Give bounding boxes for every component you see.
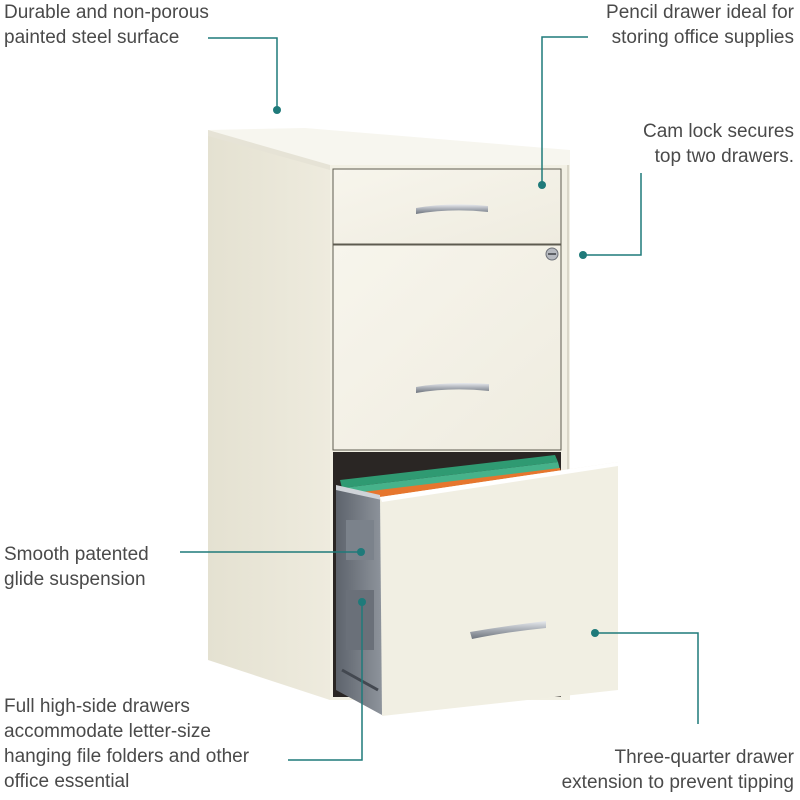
callout-high-side-drawers: Full high-side drawers accommodate lette… bbox=[4, 694, 249, 794]
bottom-file-drawer[interactable] bbox=[333, 452, 618, 716]
callout-dots bbox=[273, 106, 599, 637]
callout-line: accommodate letter-size bbox=[4, 721, 211, 742]
callout-line: extension to prevent tipping bbox=[561, 772, 794, 793]
callout-line: Smooth patented bbox=[4, 544, 149, 565]
callout-line: glide suspension bbox=[4, 569, 146, 590]
callout-leaders bbox=[180, 36, 699, 761]
pencil-drawer[interactable] bbox=[332, 168, 562, 245]
drawer-handle-icon[interactable] bbox=[470, 621, 546, 639]
callout-dot-icon bbox=[591, 629, 599, 637]
callout-line: Three-quarter drawer bbox=[614, 747, 794, 768]
callout-dot-icon bbox=[538, 181, 546, 189]
callout-line: painted steel surface bbox=[4, 27, 180, 48]
callout-glide-suspension: Smooth patented glide suspension bbox=[4, 542, 149, 592]
middle-file-drawer[interactable] bbox=[332, 244, 562, 451]
callout-dot-icon bbox=[358, 598, 366, 606]
callout-line: top two drawers. bbox=[654, 146, 794, 167]
callout-pencil-drawer: Pencil drawer ideal for storing office s… bbox=[606, 0, 794, 50]
callout-cam-lock: Cam lock secures top two drawers. bbox=[643, 119, 794, 169]
callout-line: storing office supplies bbox=[611, 27, 794, 48]
callout-line: office essential bbox=[4, 771, 130, 792]
callout-dot-icon bbox=[273, 106, 281, 114]
callout-line: Cam lock secures bbox=[643, 121, 794, 142]
drawer-handle-icon[interactable] bbox=[416, 383, 489, 393]
callout-dot-icon bbox=[357, 548, 365, 556]
callout-line: Full high-side drawers bbox=[4, 696, 190, 717]
callout-line: Durable and non-porous bbox=[4, 2, 209, 23]
callout-steel-surface: Durable and non-porous painted steel sur… bbox=[4, 0, 209, 50]
callout-drawer-extension: Three-quarter drawer extension to preven… bbox=[562, 745, 794, 795]
callout-line: Pencil drawer ideal for bbox=[606, 2, 794, 23]
callout-line: hanging file folders and other bbox=[4, 746, 250, 767]
callout-dot-icon bbox=[579, 251, 587, 259]
drawer-handle-icon[interactable] bbox=[416, 204, 488, 214]
